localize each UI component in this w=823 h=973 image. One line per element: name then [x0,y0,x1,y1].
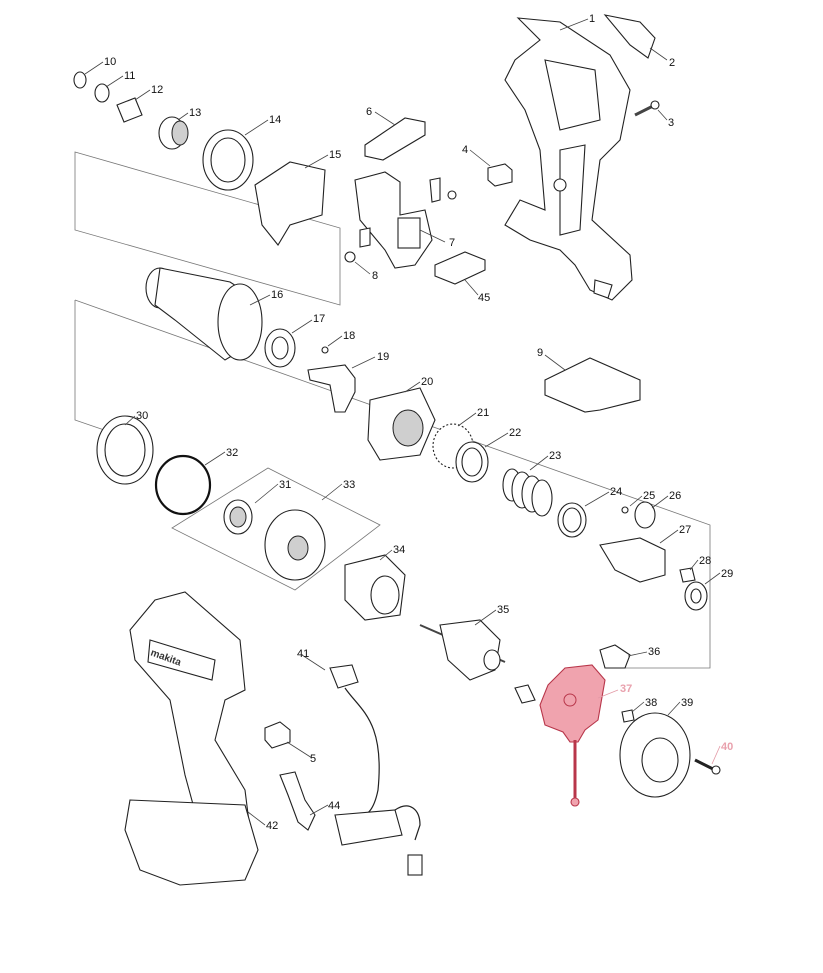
part-42-housing-shape: makita [124,591,259,886]
part-label-23[interactable]: 23 [549,450,561,462]
part-label-10[interactable]: 10 [104,56,116,68]
part-41-wiring-shape [329,664,423,876]
part-label-1[interactable]: 1 [589,13,595,25]
part-18-ball-shape [321,346,329,354]
part-37-sensor-board-shape [539,664,606,807]
part-label-7[interactable]: 7 [449,237,455,249]
part-label-17[interactable]: 17 [313,313,325,325]
parts-10-13-front-shapes [73,71,189,150]
part-16-case-shape [145,267,263,361]
part-15-cover-shape [254,161,326,246]
part-label-28[interactable]: 28 [699,555,711,567]
part-label-31[interactable]: 31 [279,479,291,491]
part-label-35[interactable]: 35 [497,604,509,616]
part-label-38[interactable]: 38 [645,697,657,709]
part-label-22[interactable]: 22 [509,427,521,439]
part-14-ring-shape [202,129,254,191]
part-label-39[interactable]: 39 [681,697,693,709]
part-19-anvil-shape [307,364,356,413]
part-label-27[interactable]: 27 [679,524,691,536]
part-1-housing-shape [504,17,633,301]
part-38-pin-shape [621,709,635,723]
leader-lines [84,18,721,826]
part-label-33[interactable]: 33 [343,479,355,491]
part-label-34[interactable]: 34 [393,544,405,556]
part-5-block-shape [264,721,291,749]
part-label-3[interactable]: 3 [668,117,674,129]
part-24-ring-shape [557,502,587,538]
part-label-26[interactable]: 26 [669,490,681,502]
part-3-screw-shape [634,100,660,117]
part-label-8[interactable]: 8 [372,270,378,282]
parts-25-29-gear-shapes [599,501,708,611]
part-label-44[interactable]: 44 [328,800,340,812]
part-30-ring-shape [96,415,154,485]
part-40-screw-shape [694,758,721,775]
part-label-15[interactable]: 15 [329,149,341,161]
part-label-20[interactable]: 20 [421,376,433,388]
part-label-13[interactable]: 13 [189,107,201,119]
part-33-gear-housing-shape [264,509,326,581]
part-label-24[interactable]: 24 [610,486,622,498]
part-label-12[interactable]: 12 [151,84,163,96]
part-clip-shape [514,684,536,704]
part-22-washer-shape [455,441,489,483]
part-6-plate-shape [364,117,426,161]
part-35-rotor-shape [419,619,506,681]
part-label-40[interactable]: 40 [721,741,733,753]
part-label-18[interactable]: 18 [343,330,355,342]
part-7-switch-shape [354,171,457,269]
part-labels: 1 2 3 4 5 6 7 8 9 10 11 12 13 14 15 16 1… [104,13,733,832]
part-8-screw-shape [344,251,356,263]
part-label-6[interactable]: 6 [366,106,372,118]
part-32-oring-shape [154,454,212,516]
part-label-9[interactable]: 9 [537,347,543,359]
part-label-16[interactable]: 16 [271,289,283,301]
part-label-4[interactable]: 4 [462,144,468,156]
part-label-21[interactable]: 21 [477,407,489,419]
part-20-hammer-shape [367,387,436,461]
part-label-25[interactable]: 25 [643,490,655,502]
part-label-41[interactable]: 41 [297,648,309,660]
part-label-30[interactable]: 30 [136,410,148,422]
part-label-11[interactable]: 11 [124,70,135,82]
part-39-fan-shape [619,712,691,798]
part-label-5[interactable]: 5 [310,753,316,765]
part-34-collar-shape [344,554,406,621]
part-45-gasket-shape [434,251,486,285]
part-label-14[interactable]: 14 [269,114,281,126]
part-4-block-shape [487,163,513,187]
part-label-45[interactable]: 45 [478,292,490,304]
part-44-clamp-shape [279,771,316,831]
part-label-36[interactable]: 36 [648,646,660,658]
part-2-cover-shape [603,14,656,59]
part-label-37[interactable]: 37 [620,683,632,695]
part-label-19[interactable]: 19 [377,351,389,363]
part-23-spring-shape [502,468,553,517]
part-31-bearing-shape [223,499,253,535]
part-label-32[interactable]: 32 [226,447,238,459]
part-9-terminal-shape [544,357,641,413]
part-label-42[interactable]: 42 [266,820,278,832]
part-36-bracket-shape [599,644,631,669]
part-label-2[interactable]: 2 [669,57,675,69]
part-17-washer-shape [264,328,296,368]
part-label-29[interactable]: 29 [721,568,733,580]
